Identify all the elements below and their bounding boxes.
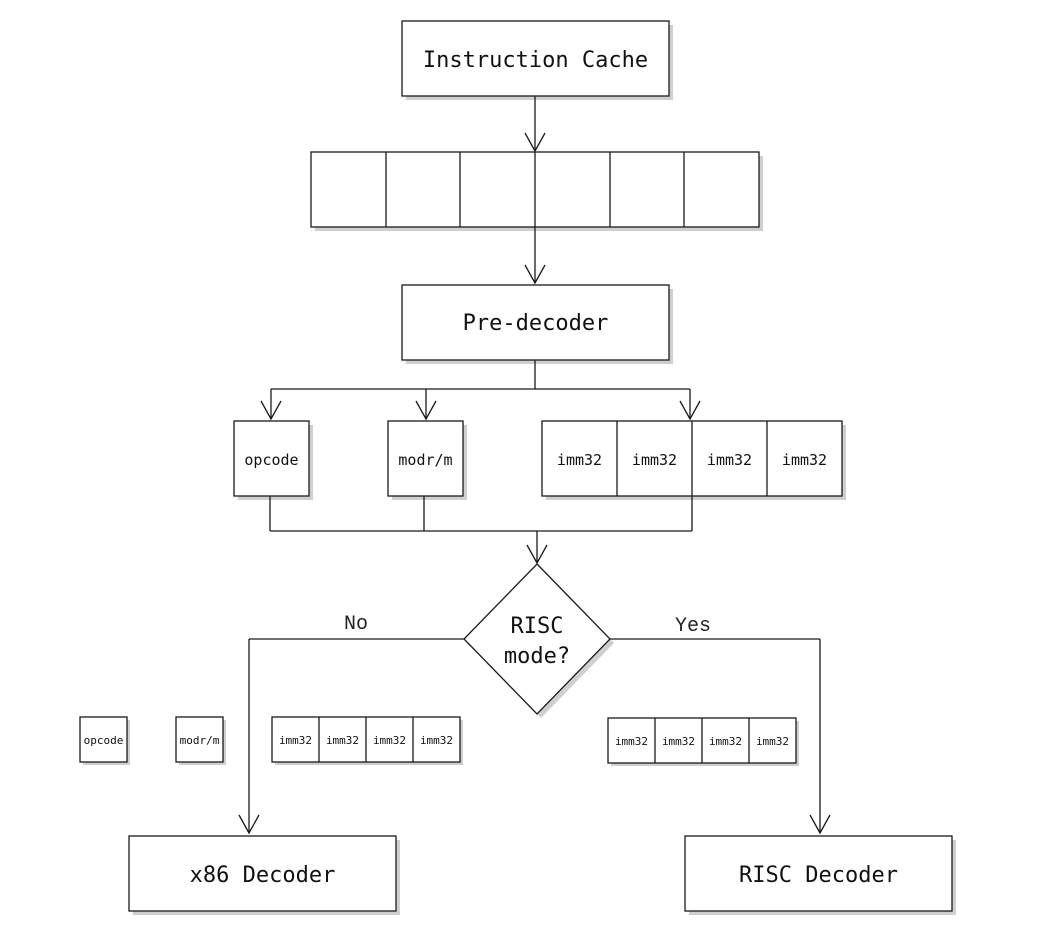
imm32-label: imm32 <box>557 451 602 469</box>
x86-opcode-field: opcode <box>79 716 130 765</box>
imm32-label: imm32 <box>707 451 752 469</box>
arrow-cache-to-buffer <box>524 96 546 153</box>
pre-decoder-label: Pre-decoder <box>463 311 609 336</box>
branch-no-label: No <box>344 613 368 636</box>
instruction-cache-label: Instruction Cache <box>423 48 648 73</box>
x86-imm32-label: imm32 <box>420 734 453 747</box>
imm32-fields: imm32 imm32 imm32 imm32 <box>541 420 846 500</box>
modrm-label: modr/m <box>398 451 452 469</box>
arrow-buffer-to-predecoder <box>524 227 546 285</box>
x86-imm32-fields: imm32 imm32 imm32 imm32 <box>271 716 463 765</box>
arrow-no-to-x86 <box>238 638 464 835</box>
fetch-buffer <box>310 151 763 231</box>
x86-imm32-label: imm32 <box>373 734 406 747</box>
branch-yes-label: Yes <box>675 615 711 638</box>
x86-opcode-label: opcode <box>84 734 124 747</box>
decision-line1: RISC <box>511 614 564 639</box>
risc-decoder-node: RISC Decoder <box>684 835 956 915</box>
opcode-field: opcode <box>233 420 313 500</box>
risc-imm32-label: imm32 <box>662 735 695 748</box>
imm32-label: imm32 <box>782 451 827 469</box>
predecoder-fanout <box>260 360 701 421</box>
risc-decoder-label: RISC Decoder <box>739 863 898 888</box>
risc-imm32-fields: imm32 imm32 imm32 imm32 <box>607 717 799 766</box>
x86-imm32-label: imm32 <box>326 734 359 747</box>
imm32-label: imm32 <box>632 451 677 469</box>
risc-imm32-label: imm32 <box>615 735 648 748</box>
x86-modrm-field: modr/m <box>175 716 226 765</box>
modrm-field: modr/m <box>387 420 467 500</box>
risc-imm32-label: imm32 <box>756 735 789 748</box>
x86-decoder-label: x86 Decoder <box>190 863 336 888</box>
pre-decoder-node: Pre-decoder <box>401 284 673 364</box>
risc-imm32-label: imm32 <box>709 735 742 748</box>
instruction-cache-node: Instruction Cache <box>401 20 673 100</box>
arrow-yes-to-risc <box>610 638 831 835</box>
x86-imm32-label: imm32 <box>279 734 312 747</box>
fields-fanin <box>269 496 693 565</box>
opcode-label: opcode <box>244 451 298 469</box>
decision-line2: mode? <box>504 644 570 669</box>
x86-decoder-node: x86 Decoder <box>128 835 400 915</box>
risc-mode-decision: RISC mode? <box>463 563 614 718</box>
x86-modrm-label: modr/m <box>180 734 220 747</box>
